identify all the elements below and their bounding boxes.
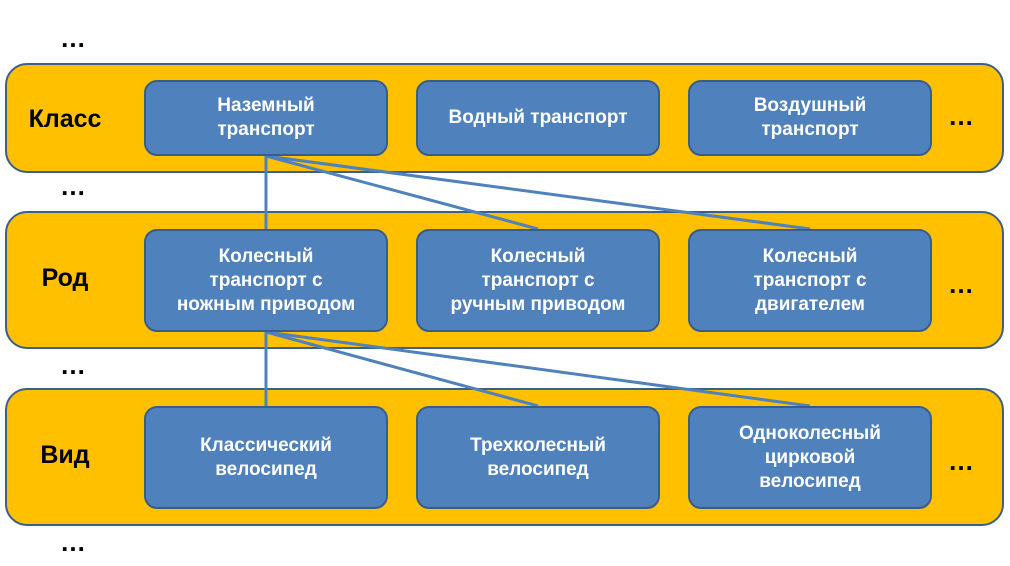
ellipsis-class-more: … <box>948 101 975 131</box>
level-label-genus: Род <box>41 264 89 292</box>
link-foot-to-tricycle <box>265 330 539 408</box>
node-water-transport: Водный транспорт <box>416 80 660 156</box>
ellipsis-class-genus: … <box>60 171 87 201</box>
ellipsis-bottom: … <box>60 527 87 557</box>
level-label-class: Класс <box>28 105 102 133</box>
link-ground-to-hand <box>265 154 539 231</box>
link-foot-to-unicycle <box>265 330 811 408</box>
node-classic-bicycle: Классический велосипед <box>144 406 388 509</box>
ellipsis-genus-more: … <box>948 269 975 299</box>
node-ground-transport: Наземный транспорт <box>144 80 388 156</box>
ellipsis-genus-species: … <box>60 350 87 380</box>
node-wheeled-foot: Колесный транспорт с ножным приводом <box>144 229 388 332</box>
ellipsis-species-more: … <box>948 446 975 476</box>
level-label-species: Вид <box>40 441 90 469</box>
node-unicycle: Одноколесный цирковой велосипед <box>688 406 932 509</box>
node-tricycle: Трехколесный велосипед <box>416 406 660 509</box>
node-wheeled-engine: Колесный транспорт с двигателем <box>688 229 932 332</box>
node-air-transport: Воздушный транспорт <box>688 80 932 156</box>
link-ground-to-engine <box>265 154 811 231</box>
node-wheeled-hand: Колесный транспорт с ручным приводом <box>416 229 660 332</box>
ellipsis-top: … <box>60 23 87 53</box>
